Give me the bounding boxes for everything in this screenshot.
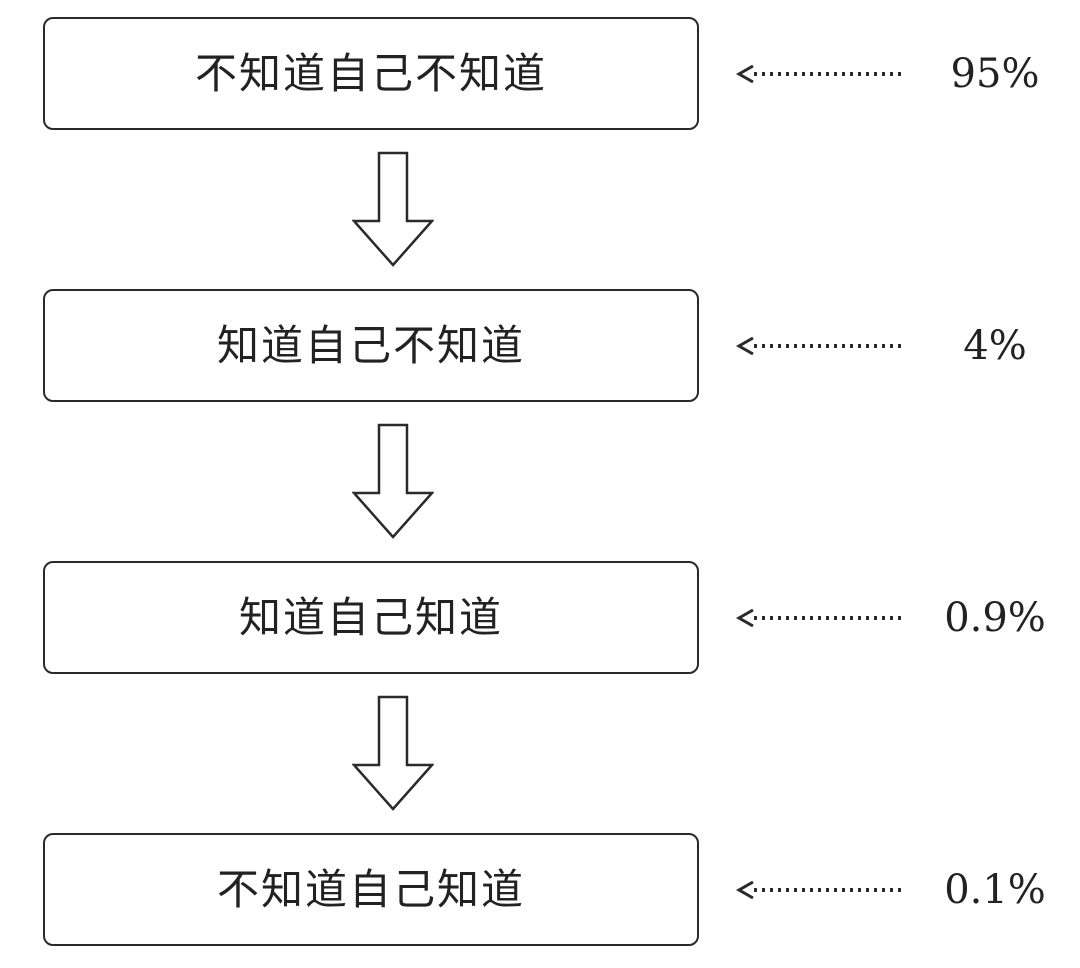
- down-arrow-icon: [352, 151, 434, 267]
- level-label-2: 知道自己不知道: [216, 320, 525, 370]
- down-arrow-icon: [352, 695, 434, 811]
- down-arrow-icon: [352, 423, 434, 539]
- level-box-2: 知道自己不知道: [43, 289, 699, 402]
- level-box-1: 不知道自己不知道: [43, 17, 699, 130]
- level-box-3: 知道自己知道: [43, 561, 699, 674]
- level-label-4: 不知道自己知道: [216, 864, 525, 914]
- dotted-left-arrow-icon: [736, 64, 906, 84]
- percent-label-2: 4%: [963, 323, 1027, 369]
- dotted-left-arrow-icon: [736, 336, 906, 356]
- percent-label-4: 0.1%: [944, 867, 1046, 913]
- dotted-left-arrow-icon: [736, 608, 906, 628]
- percent-label-3: 0.9%: [944, 595, 1046, 641]
- level-label-3: 知道自己知道: [238, 592, 503, 642]
- level-label-1: 不知道自己不知道: [194, 48, 547, 98]
- percent-label-1: 95%: [950, 51, 1040, 97]
- level-box-4: 不知道自己知道: [43, 833, 699, 946]
- dotted-left-arrow-icon: [736, 880, 906, 900]
